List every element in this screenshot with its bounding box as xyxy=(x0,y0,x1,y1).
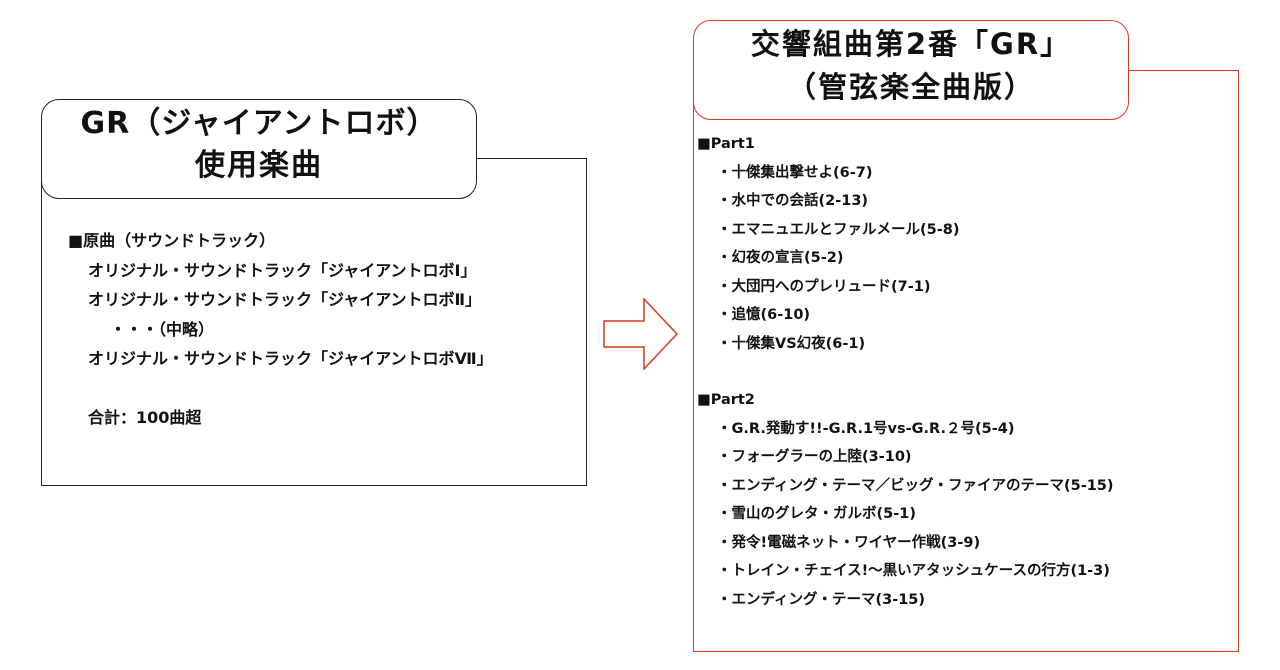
source-tracks-title: GR（ジャイアントロボ） xyxy=(80,106,438,141)
list-item: ・雪山のグレタ・ガルボ(5-1) xyxy=(717,506,916,522)
list-item: ・水中での会話(2-13) xyxy=(717,193,869,209)
source-total: 合計：100曲超 xyxy=(88,407,202,427)
right-arrow-icon xyxy=(603,298,679,370)
list-item: ・エンディング・テーマ(3-15) xyxy=(717,591,926,608)
suite-subtitle: （管弦楽全曲版） xyxy=(786,70,1035,104)
source-heading: ■原曲（サウンドトラック） xyxy=(68,231,276,250)
list-item: ・十傑集VS幻夜(6-1) xyxy=(717,335,866,352)
list-item: ・エンディング・テーマ／ビッグ・ファイアのテーマ(5-15) xyxy=(717,477,1114,494)
source-line: オリジナル・サウンドトラック「ジャイアントロボⅠ」 xyxy=(88,260,477,280)
suite-title-box: 交響組曲第2番「GR」 （管弦楽全曲版） xyxy=(693,20,1129,120)
list-item: ・発令!電磁ネット・ワイヤー作戦(3-9) xyxy=(717,534,981,551)
part2-heading: ■Part2 xyxy=(697,392,755,408)
list-item: ・トレイン・チェイス!～黒いアタッシュケースの行方(1-3) xyxy=(717,563,1110,579)
list-item: ・幻夜の宣言(5-2) xyxy=(717,250,844,266)
list-item: ・フォーグラーの上陸(3-10) xyxy=(717,449,912,465)
list-item: ・追憶(6-10) xyxy=(717,307,811,323)
source-tracks-list: ■原曲（サウンドトラック） オリジナル・サウンドトラック「ジャイアントロボⅠ」 … xyxy=(68,226,493,432)
list-item: ・大団円へのプレリュード(7-1) xyxy=(717,278,931,295)
source-line-ellipsis: ・・・（中略） xyxy=(110,319,215,339)
suite-title: 交響組曲第2番「GR」 xyxy=(750,27,1072,61)
source-line: オリジナル・サウンドトラック「ジャイアントロボⅡ」 xyxy=(88,290,482,309)
list-item: ・G.R.発動す!!-G.R.1号vs-G.R.２号(5-4) xyxy=(717,420,1015,437)
list-item: ・エマニュエルとファルメール(5-8) xyxy=(717,221,960,238)
source-line: オリジナル・サウンドトラック「ジャイアントロボⅦ」 xyxy=(88,349,493,368)
part1-heading: ■Part1 xyxy=(697,136,755,152)
list-item: ・十傑集出撃せよ(6-7) xyxy=(717,164,873,181)
source-tracks-subtitle: 使用楽曲 xyxy=(195,148,323,183)
source-tracks-title-box: GR（ジャイアントロボ） 使用楽曲 xyxy=(41,99,477,199)
suite-track-list: ■Part1 ・十傑集出撃せよ(6-7) ・水中での会話(2-13) ・エマニュ… xyxy=(697,130,1114,614)
